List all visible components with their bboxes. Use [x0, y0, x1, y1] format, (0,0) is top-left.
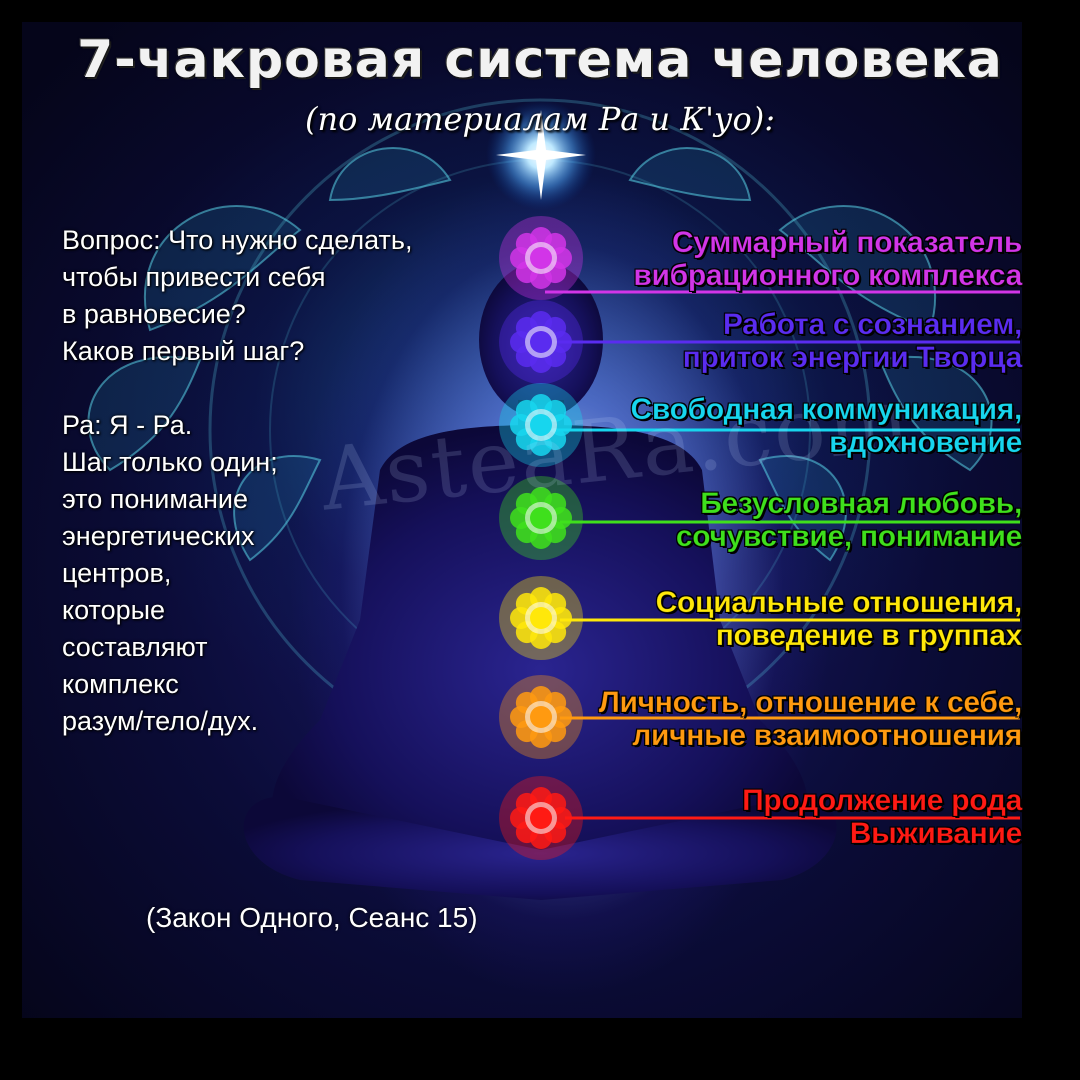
question-line: в равновесие?	[62, 299, 246, 329]
chakra-label-third-eye: Работа с сознанием,приток энергии Творца	[682, 308, 1023, 375]
chakra-crown-icon	[499, 216, 583, 300]
chakra-label-throat: Свободная коммуникация,вдохновение	[630, 393, 1023, 460]
chakra-label-line: Работа с сознанием,	[722, 308, 1023, 342]
answer-line: Шаг только один;	[62, 447, 278, 477]
answer-line: центров,	[62, 558, 172, 588]
mandala-pattern	[87, 98, 993, 762]
chakra-label-line: Свободная коммуникация,	[630, 393, 1022, 427]
quote-block: Вопрос: Что нужно сделать, чтобы привести…	[62, 222, 482, 740]
chakra-label-heart: Безусловная любовь,сочувствие, понимание	[675, 487, 1023, 554]
chakra-label-line: Выживание	[849, 817, 1022, 851]
chakra-label-line: приток энергии Творца	[682, 341, 1022, 375]
star-rays-icon	[496, 110, 586, 200]
quote-question: Вопрос: Что нужно сделать, чтобы привести…	[62, 222, 482, 370]
answer-line: комплекс	[62, 669, 179, 699]
chakra-connector-lines	[545, 290, 1020, 820]
chakra-label-solar-plexus: Социальные отношения,поведение в группах	[655, 586, 1022, 653]
chakra-label-line: Продолжение рода	[742, 784, 1023, 818]
answer-line: которые	[62, 595, 166, 625]
answer-line: это понимание	[62, 484, 248, 514]
chakra-label-line: личные взаимоотношения	[632, 719, 1023, 753]
answer-line: составляют	[62, 632, 208, 662]
chakra-label-line: сочувствие, понимание	[675, 520, 1023, 554]
chakra-label-line: Социальные отношения,	[655, 586, 1022, 620]
chakra-sacral-icon	[499, 675, 583, 759]
chakra-label-line: Безусловная любовь,	[700, 487, 1023, 521]
chakra-throat-icon	[499, 383, 583, 467]
chakra-solar-plexus-icon	[499, 576, 583, 660]
page-title: 7-чакровая система человека	[77, 30, 1003, 90]
page-subtitle: (по материалам Ра и К'уо):	[305, 100, 775, 138]
chakra-label-line: вибрационного комплекса	[633, 259, 1023, 293]
question-line: Вопрос: Что нужно сделать,	[62, 225, 413, 255]
quote-source: (Закон Одного, Сеанс 15)	[146, 902, 478, 933]
question-line: чтобы привести себя	[62, 262, 326, 292]
chakra-label-line: Суммарный показатель	[671, 226, 1023, 260]
chakra-third-eye-icon	[499, 300, 583, 384]
chakra-label-line: поведение в группах	[715, 619, 1022, 653]
quote-answer: Ра: Я - Ра. Шаг только один; это понимание…	[62, 407, 482, 740]
chakra-symbols	[499, 216, 583, 860]
answer-line: Ра: Я - Ра.	[62, 410, 193, 440]
quote-spacer	[62, 370, 482, 407]
chakra-label-line: Личность, отношение к себе,	[598, 686, 1022, 720]
chakra-label-sacral: Личность, отношение к себе,личные взаимо…	[598, 686, 1023, 753]
question-line: Каков первый шаг?	[62, 336, 305, 366]
chakra-root-icon	[499, 776, 583, 860]
chakra-heart-icon	[499, 476, 583, 560]
answer-line: энергетических	[62, 521, 255, 551]
chakra-label-line: вдохновение	[829, 426, 1023, 460]
answer-line: разум/тело/дух.	[62, 706, 259, 736]
